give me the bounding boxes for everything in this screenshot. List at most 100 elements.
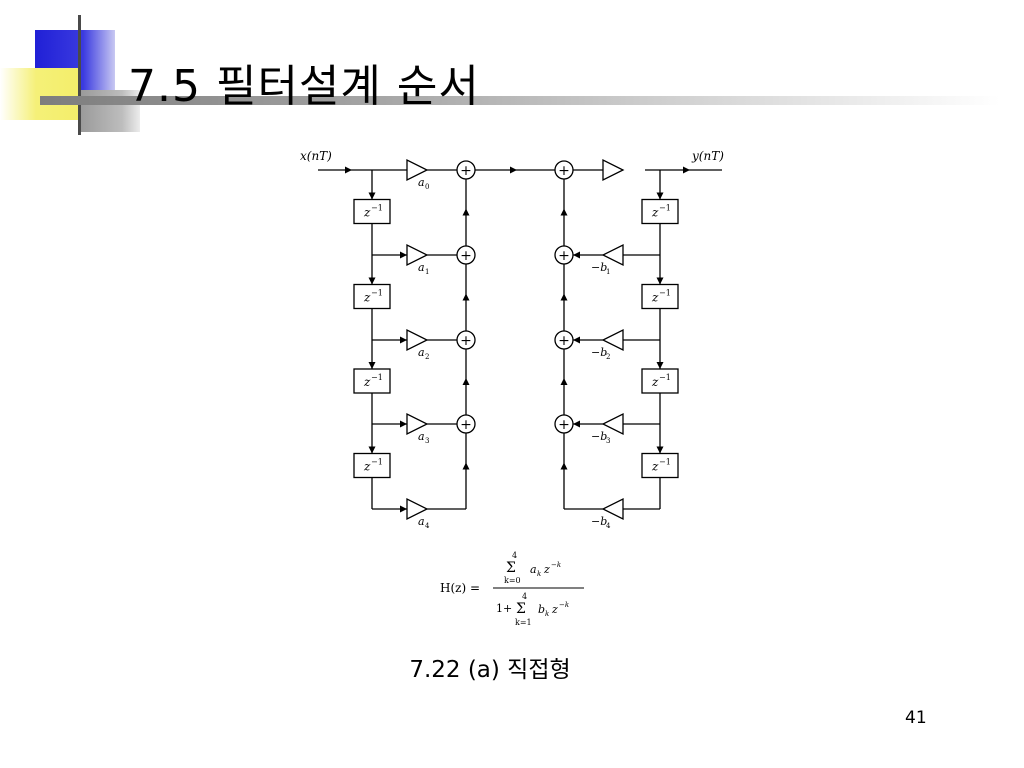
adder-left-1 — [456, 245, 476, 265]
adder-plus-sign: + — [558, 333, 570, 349]
delay-input-arrow — [368, 192, 376, 200]
adder-plus-sign: + — [460, 417, 472, 433]
input-arrow — [345, 166, 352, 174]
delay-input-arrow — [368, 446, 376, 454]
delay-label: z — [651, 375, 659, 389]
feedback-arrow — [573, 336, 580, 344]
delay-left-2 — [353, 283, 391, 310]
figure-caption: 7.22 (a) 직접형 — [409, 657, 571, 683]
delay-label: z — [651, 206, 659, 220]
delay-left-4 — [353, 452, 391, 479]
delay-right-4 — [641, 452, 679, 479]
gain-b4 — [601, 497, 624, 521]
adder-left-2 — [456, 330, 476, 350]
adder-right-0 — [554, 160, 574, 180]
tap-arrow — [400, 505, 407, 513]
decor-vertical-line — [78, 15, 81, 135]
delay-left-1 — [353, 198, 391, 225]
delay-exponent: −1 — [659, 373, 671, 382]
gain-a0 — [406, 158, 429, 182]
coefficient-b4: −b — [591, 515, 607, 528]
decor-yellow-square — [0, 68, 80, 120]
decor-horizontal-line — [40, 96, 1000, 105]
coefficient-b3: −b — [591, 430, 607, 443]
delay-label: z — [363, 291, 371, 305]
adder-right-2 — [554, 330, 574, 350]
coefficient-b3-subscript: 3 — [606, 437, 610, 445]
gain-a3 — [406, 412, 429, 436]
coefficient-a2: a — [418, 346, 425, 359]
adder-plus-sign: + — [460, 163, 472, 179]
page-number: 41 — [905, 708, 927, 728]
delay-input-arrow — [656, 362, 664, 369]
coefficient-b1-subscript: 1 — [606, 268, 610, 276]
delay-input-arrow — [368, 362, 376, 369]
delay-input-arrow — [656, 192, 664, 200]
output-arrow — [683, 166, 690, 174]
delay-exponent: −1 — [371, 458, 383, 467]
coefficient-a2-subscript: 2 — [425, 353, 429, 361]
gain-a4 — [406, 497, 429, 521]
delay-right-2 — [641, 283, 679, 310]
adder-chain-arrow — [560, 462, 568, 470]
delay-exponent: −1 — [371, 289, 383, 298]
tap-arrow — [400, 336, 407, 344]
coefficient-b2: −b — [591, 346, 607, 359]
slide-title: 7.5 필터설계 순서 — [128, 61, 480, 112]
coefficient-a4-subscript: 4 — [425, 522, 430, 530]
delay-right-3 — [641, 368, 679, 394]
delay-exponent: −1 — [659, 458, 671, 467]
delay-exponent: −1 — [659, 204, 671, 213]
coefficient-a1-subscript: 1 — [425, 268, 429, 276]
adder-plus-sign: + — [558, 417, 570, 433]
delay-label: z — [363, 460, 371, 474]
adder-chain-arrow — [462, 293, 470, 301]
output-gain — [602, 158, 625, 182]
gain-b1 — [601, 243, 624, 267]
feedback-arrow — [573, 251, 580, 259]
delay-input-arrow — [656, 446, 664, 454]
delay-label: z — [363, 375, 371, 389]
adder-plus-sign: + — [460, 333, 472, 349]
coefficient-a1: a — [418, 261, 425, 274]
delay-exponent: −1 — [371, 204, 383, 213]
coefficient-a4: a — [418, 515, 425, 528]
input-label: x(nT) — [300, 149, 332, 163]
delay-exponent: −1 — [371, 373, 383, 382]
delay-input-arrow — [656, 277, 664, 285]
adder-chain-arrow — [462, 208, 470, 216]
delay-left-3 — [353, 368, 391, 394]
output-label: y(nT) — [691, 149, 724, 163]
delay-right-1 — [641, 198, 679, 225]
gain-a2 — [406, 328, 429, 352]
adder-chain-arrow — [560, 378, 568, 385]
coefficient-b4-subscript: 4 — [606, 522, 611, 530]
gain-a1 — [406, 243, 429, 267]
gain-b2 — [601, 328, 624, 352]
coefficient-a3-subscript: 3 — [425, 437, 429, 445]
middle-arrow — [510, 166, 517, 174]
adder-plus-sign: + — [558, 248, 570, 264]
adder-plus-sign: + — [460, 248, 472, 264]
adder-chain-arrow — [462, 378, 470, 385]
adder-chain-arrow — [560, 293, 568, 301]
gain-b3 — [601, 412, 624, 436]
tap-arrow — [400, 251, 407, 259]
coefficient-a0: a — [418, 176, 425, 189]
delay-input-arrow — [368, 277, 376, 285]
adder-plus-sign: + — [558, 163, 570, 179]
delay-label: z — [363, 206, 371, 220]
feedback-arrow — [573, 420, 580, 428]
coefficient-b2-subscript: 2 — [606, 353, 610, 361]
tap-arrow — [400, 420, 407, 428]
adder-left-3 — [456, 414, 476, 434]
coefficient-a3: a — [418, 430, 425, 443]
coefficient-b1: −b — [591, 261, 607, 274]
coefficient-a0-subscript: 0 — [425, 183, 429, 191]
adder-chain-arrow — [560, 208, 568, 216]
adder-left-0 — [456, 160, 476, 180]
adder-right-1 — [554, 245, 574, 265]
delay-exponent: −1 — [659, 289, 671, 298]
